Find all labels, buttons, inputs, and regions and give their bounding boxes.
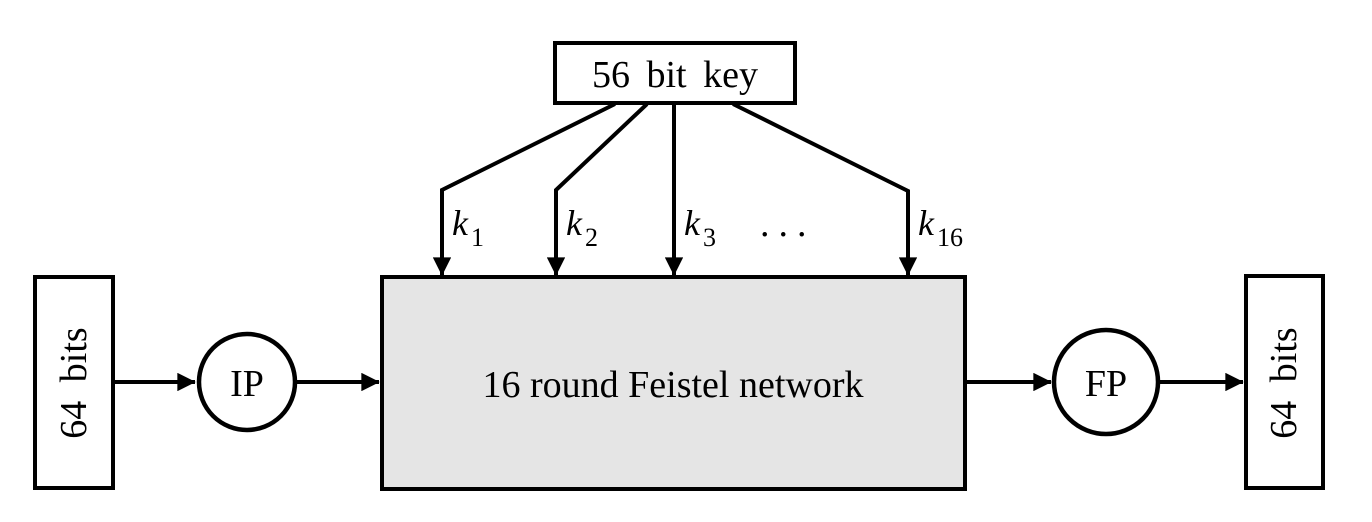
fp-node-label: FP <box>1085 363 1127 405</box>
round-key-ellipsis: ... <box>760 203 816 245</box>
input-bits-box <box>33 275 115 490</box>
round-key-label-k1-sub: 1 <box>471 223 484 252</box>
output-bits-box <box>1244 274 1325 490</box>
feistel-network-box <box>380 275 967 491</box>
round-key-label-k16-sub: 16 <box>937 223 963 252</box>
round-key-label-k16: k <box>918 203 935 243</box>
round-key-label-k2-sub: 2 <box>585 223 598 252</box>
key-box-label: 56 bit key <box>592 54 758 96</box>
ip-node-label: IP <box>230 363 264 405</box>
round-key-label-k1: k <box>452 203 469 243</box>
round-key-label-k3-sub: 3 <box>703 223 716 252</box>
output-bits-label: 64 bits <box>1263 327 1305 438</box>
key-box <box>553 41 797 105</box>
round-key-label-k3: k <box>684 203 701 243</box>
fp-node <box>1051 327 1161 437</box>
feistel-network-label: 16 round Feistel network <box>482 364 863 406</box>
round-key-arrow-k16 <box>732 102 918 276</box>
round-key-arrow-k1 <box>432 102 616 276</box>
input-bits-label: 64 bits <box>53 327 95 438</box>
round-key-label-k2: k <box>566 203 583 243</box>
ip-node <box>196 331 298 433</box>
round-key-arrow-k2 <box>546 102 649 276</box>
